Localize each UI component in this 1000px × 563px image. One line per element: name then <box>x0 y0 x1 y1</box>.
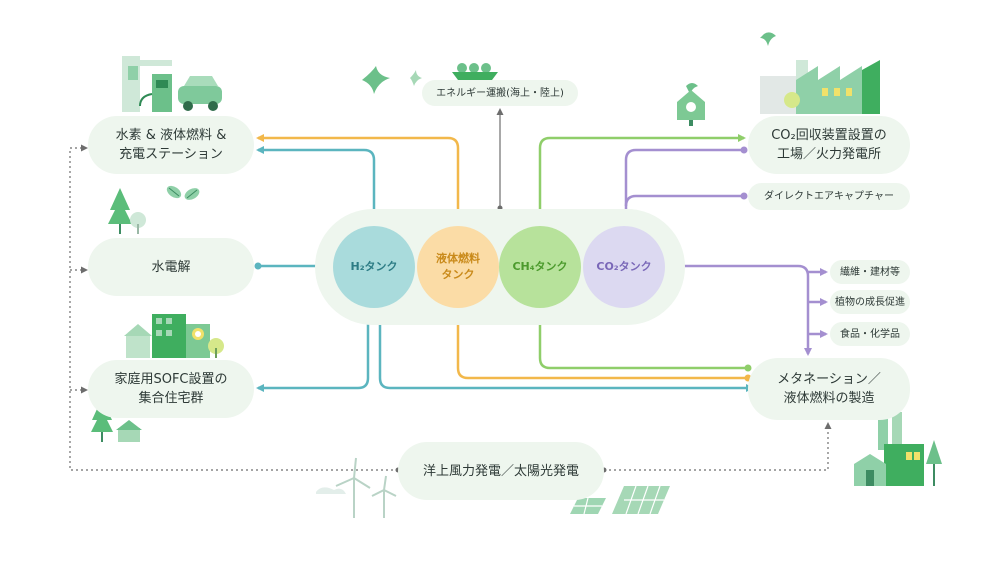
solar-panel-icon <box>570 485 670 515</box>
gray-flow-lines <box>69 108 832 471</box>
fiber-label: 繊維・建材等 <box>840 266 900 278</box>
ch4-tank: CH₄タンク <box>499 226 581 308</box>
electrolysis-label: 水電解 <box>151 259 191 275</box>
factory-illustration <box>760 32 880 114</box>
fiber-node: 繊維・建材等 <box>830 260 910 284</box>
food-label: 食品・化学品 <box>840 328 900 340</box>
station-line-2: 充電ステーション <box>119 147 223 162</box>
renewable-label: 洋上風力発電／太陽光発電 <box>422 463 579 479</box>
station-node: 水素 & 液体燃料 & 充電ステーション <box>88 116 254 174</box>
factory-line-1: CO₂回収装置設置の <box>771 128 887 143</box>
house-tree-icon <box>91 398 142 442</box>
dac-label: ダイレクトエアキャプチャー <box>764 191 894 202</box>
housing-line-2: 集合住宅群 <box>138 391 204 406</box>
station-line-1: 水素 & 液体燃料 & <box>115 128 227 143</box>
h2-tank-label: H₂タンク <box>350 260 398 273</box>
liquid-fuel-flow-lines <box>256 134 748 380</box>
methanation-node: メタネーション／ 液体燃料の製造 <box>748 358 910 420</box>
h2-tank: H₂タンク <box>333 226 415 308</box>
leaves-icon <box>166 185 200 200</box>
housing-line-1: 家庭用SOFC設置の <box>114 372 228 387</box>
methanation-line-2: 液体燃料の製造 <box>783 391 875 406</box>
trees-icon <box>108 188 146 234</box>
fuel-station-illustration <box>122 56 222 112</box>
dac-node: ダイレクトエアキャプチャー <box>748 183 910 210</box>
ch4-tank-label: CH₄タンク <box>512 260 568 273</box>
ship-icon <box>452 63 498 80</box>
electrolysis-node: 水電解 <box>88 238 254 296</box>
housing-node: 家庭用SOFC設置の 集合住宅群 <box>88 360 254 418</box>
co2-tank-label: CO₂タンク <box>596 260 652 273</box>
h2-flow-lines <box>256 146 754 392</box>
liquid-fuel-tank-label-2: タンク <box>441 268 475 281</box>
co2-tank: CO₂タンク <box>583 226 665 308</box>
plant-growth-label: 植物の成長促進 <box>835 296 905 308</box>
wind-turbine-icon <box>316 457 397 518</box>
methanation-line-1: メタネーション／ <box>777 372 881 387</box>
apartment-illustration <box>124 314 224 358</box>
transport-node: エネルギー運搬(海上・陸上) <box>422 80 578 106</box>
bird-icon <box>362 66 422 94</box>
co2-flow-lines <box>622 148 828 356</box>
methanation-plant-illustration <box>854 404 942 486</box>
factory-line-2: 工場／火力発電所 <box>776 147 881 162</box>
liquid-fuel-tank-label-1: 液体燃料 <box>436 252 480 265</box>
plant-growth-node: 植物の成長促進 <box>830 290 910 314</box>
factory-node: CO₂回収装置設置の 工場／火力発電所 <box>748 116 910 174</box>
renewable-node: 洋上風力発電／太陽光発電 <box>398 442 604 500</box>
liquid-fuel-tank: 液体燃料 タンク <box>417 226 499 308</box>
ch4-flow-lines <box>536 134 748 370</box>
transport-label: エネルギー運搬(海上・陸上) <box>436 87 564 99</box>
food-node: 食品・化学品 <box>830 322 910 346</box>
birdhouse-icon <box>677 83 705 126</box>
